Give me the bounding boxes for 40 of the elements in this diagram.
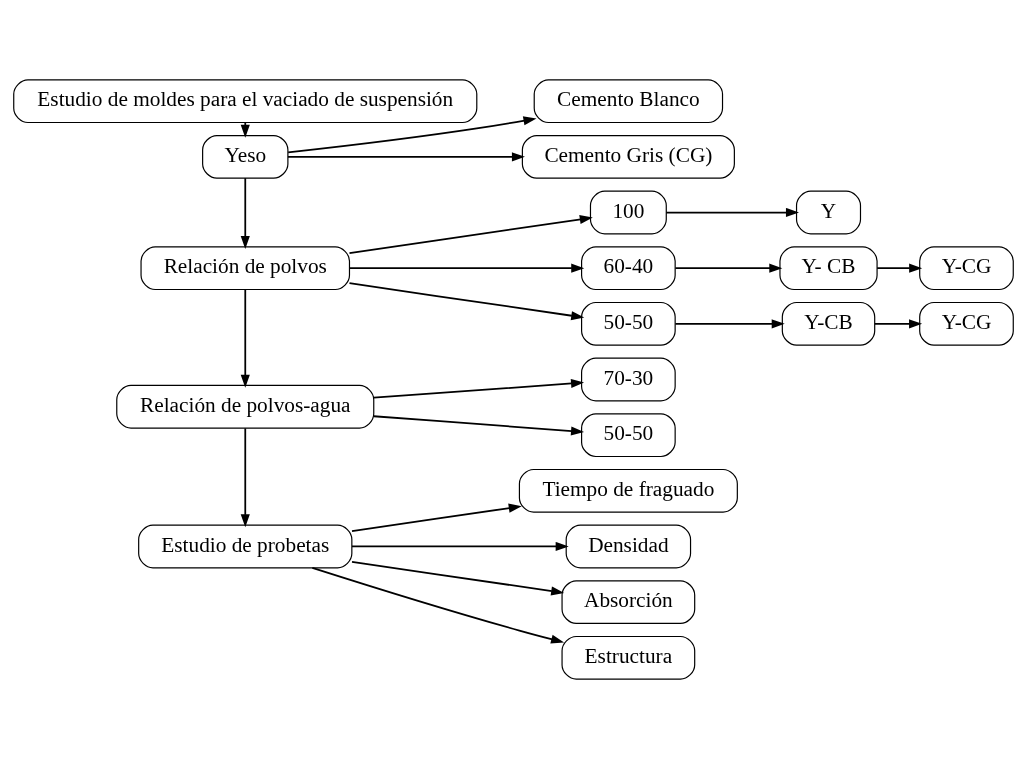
node-box: Yeso (201, 134, 288, 179)
node-box: Estudio de probetas (137, 524, 352, 568)
arrow (873, 318, 922, 328)
node-box: 100 (589, 190, 667, 234)
arrow (348, 214, 593, 254)
arrow (350, 560, 564, 596)
node-box: Estructura (560, 635, 695, 680)
node-box: Y (795, 190, 861, 234)
node-box: Tiempo de fraguado (518, 468, 738, 513)
node-box: Y-CB (781, 301, 875, 346)
node-box: 60-40 (580, 245, 676, 290)
arrow (350, 503, 522, 532)
node-box: Y-CG (918, 245, 1014, 290)
node-box: 50-50 (580, 412, 676, 457)
arrow (240, 288, 250, 388)
arrow (240, 176, 250, 249)
arrow (372, 414, 584, 436)
arrow (664, 207, 799, 217)
arrow (348, 281, 584, 320)
arrow (674, 318, 785, 328)
arrow (875, 263, 922, 273)
node-box: Absorción (560, 579, 695, 624)
arrow (286, 151, 525, 161)
node-box: Estudio de moldes para el vaciado de suspensión (12, 78, 477, 123)
arrow (310, 566, 564, 644)
node-box: Densidad (565, 524, 691, 568)
arrow (674, 263, 782, 273)
arrow (350, 541, 569, 551)
arrow (348, 263, 584, 273)
node-box: Cemento Blanco (533, 78, 723, 123)
node-box: 70-30 (580, 357, 676, 401)
arrow (240, 427, 250, 527)
node-box: Y-CG (918, 301, 1014, 346)
node-box: Relación de polvos-agua (115, 384, 374, 429)
node-box: Cemento Gris (CG) (521, 134, 735, 179)
node-box: 50-50 (580, 301, 676, 346)
node-box: Y- CB (778, 245, 878, 290)
arrow (286, 115, 536, 153)
node-box: Relación de polvos (139, 245, 350, 290)
arrow (372, 378, 584, 398)
